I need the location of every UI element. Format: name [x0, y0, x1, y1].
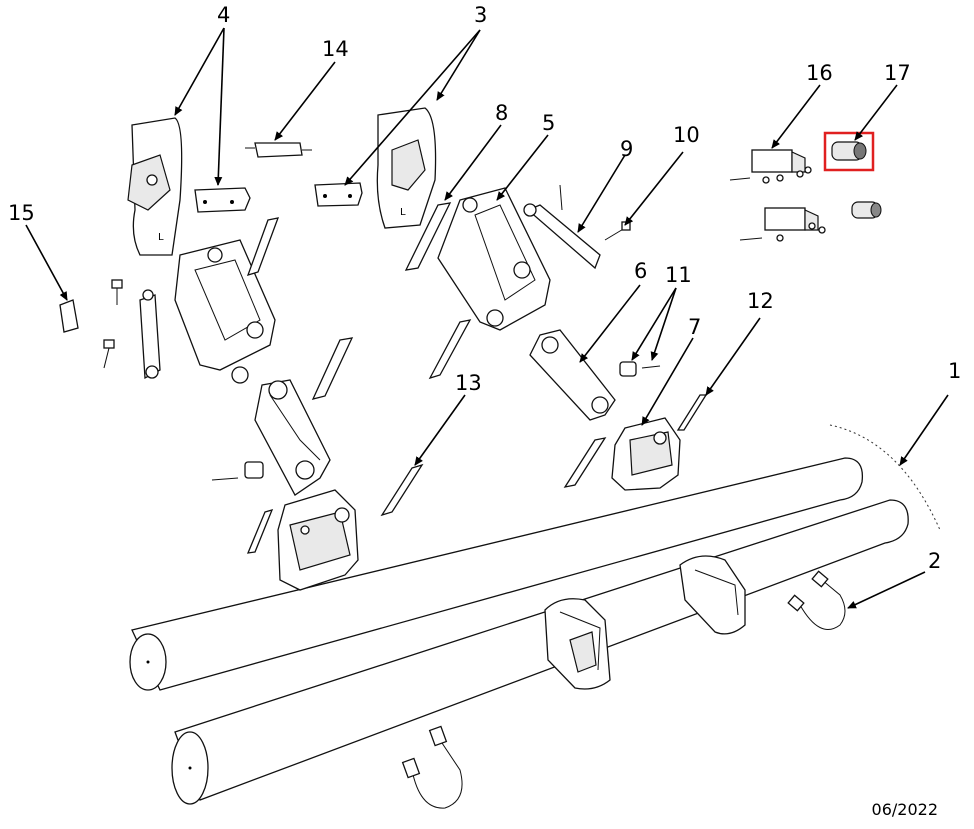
mount-bracket-left — [277, 489, 359, 591]
pin-right-low — [563, 437, 607, 488]
tube-collar-right — [679, 555, 746, 635]
callout-12: 12 — [747, 289, 774, 313]
callout-8: 8 — [495, 101, 508, 125]
callout-6: 6 — [634, 259, 647, 283]
callout-9: 9 — [620, 137, 633, 161]
callout-16: 16 — [806, 61, 833, 85]
callout-5: 5 — [542, 111, 555, 135]
leader-lines — [25, 27, 949, 609]
sensor-bracket-lower — [739, 207, 826, 242]
bolt-left-upper — [111, 279, 123, 305]
hydraulic-hose-bottom — [401, 725, 463, 809]
callout-4: 4 — [217, 3, 230, 27]
rod-right — [676, 394, 708, 431]
main-tube-upper — [129, 457, 864, 691]
lift-arm-left — [254, 379, 331, 496]
bracket-small-left — [194, 187, 251, 213]
sensor-bracket-upper — [729, 149, 812, 184]
bolt-left-lower — [103, 339, 115, 369]
decal-plate — [59, 299, 79, 333]
hydraulic-cylinder — [523, 184, 601, 270]
tube-collar-left — [544, 598, 611, 690]
callout-11: 11 — [665, 263, 692, 287]
callout-10: 10 — [673, 123, 700, 147]
pin-left-low — [246, 509, 274, 554]
pin-center-mid — [428, 319, 472, 380]
callout-1: 1 — [948, 359, 961, 383]
pivot-frame-center — [437, 187, 551, 331]
right-plate-mark: L — [400, 207, 406, 218]
proximity-sensor-lower — [851, 201, 882, 219]
highlight-box-part-17 — [823, 131, 875, 172]
pin-center-upper — [404, 202, 452, 271]
callout-17: 17 — [884, 61, 911, 85]
bushing-left — [211, 461, 264, 481]
pin-left-upper — [246, 217, 280, 276]
mount-bracket-right — [611, 417, 681, 491]
cylinder-small-left — [139, 289, 161, 380]
callout-15: 15 — [8, 201, 35, 225]
left-plate-mark: L — [158, 232, 164, 243]
lift-arm-right — [529, 329, 616, 421]
callout-2: 2 — [928, 549, 941, 573]
callout-7: 7 — [688, 315, 701, 339]
proximity-sensor-highlighted — [831, 141, 867, 161]
tube-extent-arc — [829, 424, 941, 531]
pin-left-mid — [311, 337, 354, 400]
callout-13: 13 — [455, 371, 482, 395]
valve-block — [245, 142, 312, 158]
date-stamp: 06/2022 — [871, 800, 938, 819]
side-plate-left: L — [127, 117, 183, 256]
hydraulic-hose-right — [787, 570, 846, 630]
bushing-right — [619, 361, 661, 377]
pin-center-low — [380, 463, 424, 517]
callout-14: 14 — [322, 37, 349, 61]
side-plate-right: L — [376, 107, 437, 229]
callout-3: 3 — [474, 3, 487, 27]
bracket-small-right — [314, 182, 363, 207]
